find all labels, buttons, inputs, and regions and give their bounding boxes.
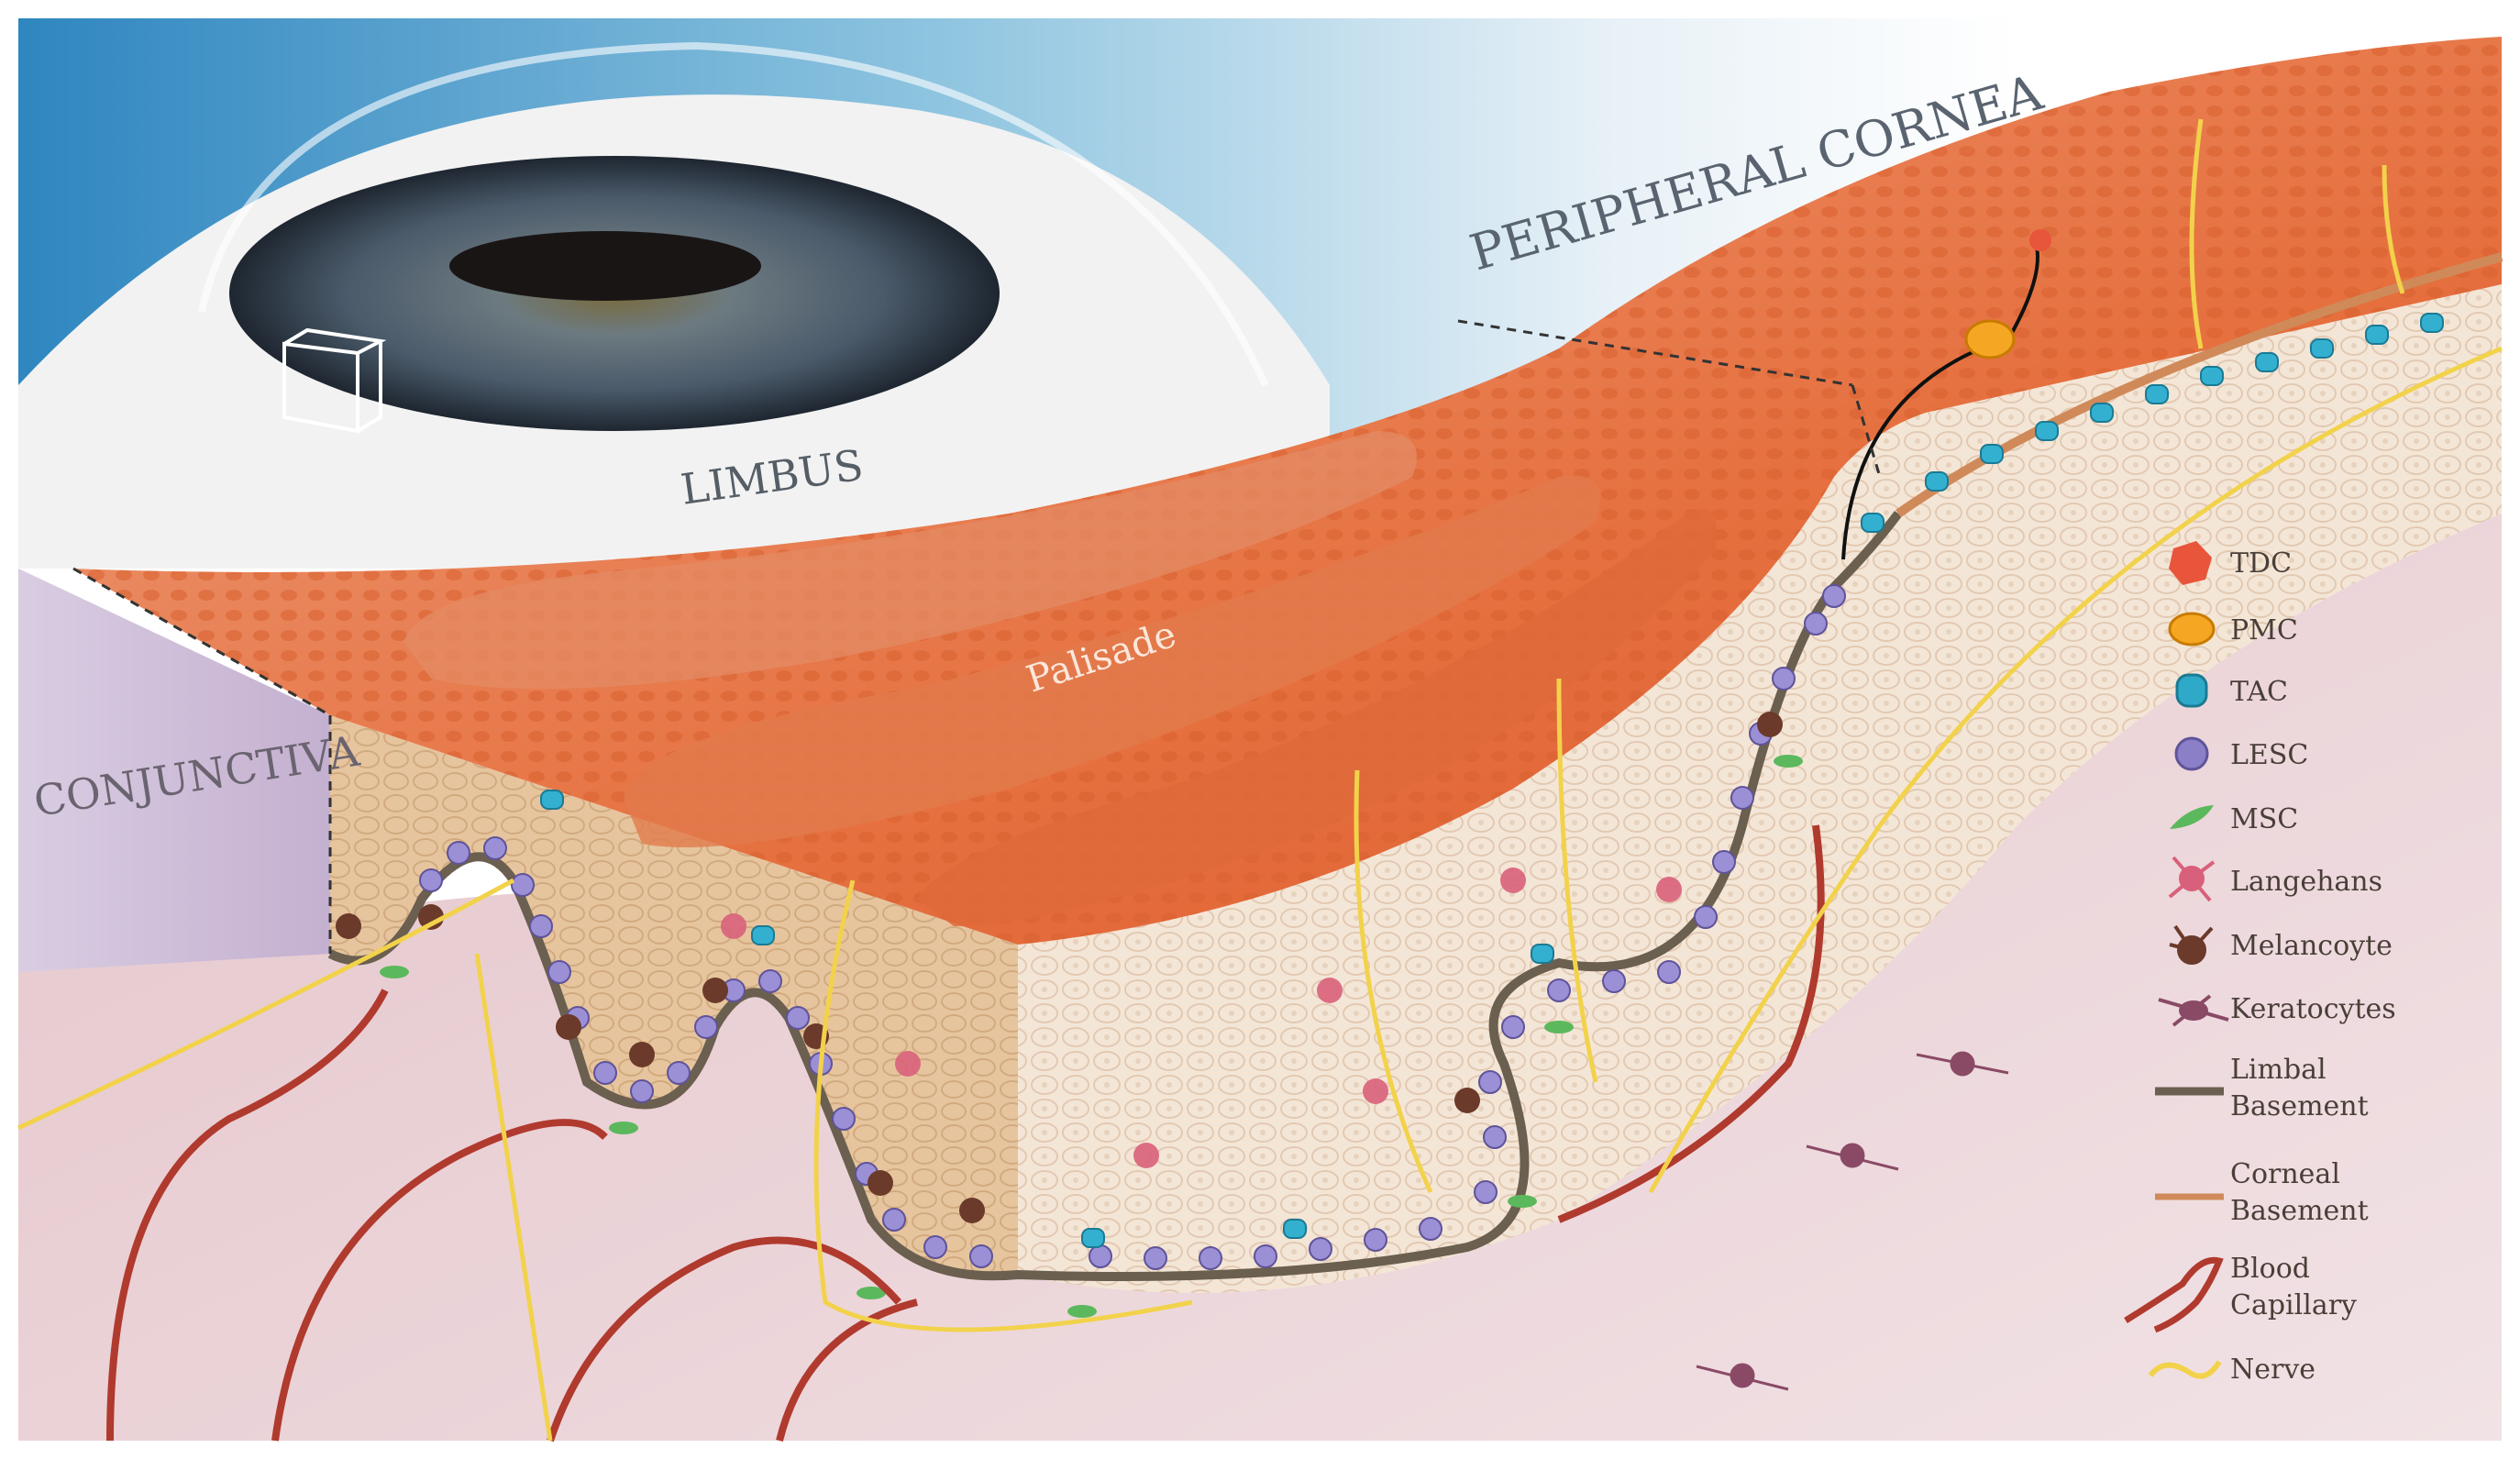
msc-cells <box>380 755 1803 1318</box>
palisade-ridge <box>403 431 1417 690</box>
melanocyte-cells <box>336 712 1783 1223</box>
legend-label-lesc: LESC <box>2230 739 2308 771</box>
legend-label-limbal-basement-2: Basement <box>2230 1090 2369 1122</box>
legend-label-blood-capillary-1: Blood <box>2230 1253 2310 1285</box>
lesc-cell-icon <box>2174 736 2209 771</box>
legend-label-corneal-basement-1: Corneal <box>2230 1158 2340 1190</box>
pmc-cell <box>1964 319 2016 359</box>
keratocyte-cell-icon <box>2158 994 2229 1027</box>
tac-cells <box>540 313 2444 1248</box>
legend-label-pmc: PMC <box>2230 614 2298 647</box>
sclera-tissue <box>18 275 2502 1441</box>
conjunctiva-block <box>18 569 330 972</box>
stem-cell-migration-arrow <box>1841 347 1982 560</box>
limbus-location-box <box>282 327 387 434</box>
tdc-cell <box>2029 229 2051 251</box>
legend: TDC PMC TAC LESC MSC Langehans Melancoyt… <box>2124 541 2396 1386</box>
blood-capillary-icon <box>2124 1256 2224 1333</box>
palisade-ridge <box>917 509 1717 926</box>
legend-label-langerhans: Langehans <box>2230 866 2382 898</box>
legend-label-tdc: TDC <box>2230 547 2292 580</box>
corneal-basement-membrane <box>1896 252 2503 518</box>
keratocyte-cells <box>1696 1051 2009 1391</box>
tdc-cell-icon <box>2169 541 2212 585</box>
legend-label-melanocyte: Melancoyte <box>2230 930 2393 962</box>
legend-label-limbal-basement-1: Limbal <box>2230 1054 2327 1086</box>
msc-cell-icon <box>2170 805 2214 829</box>
cornea-dome <box>198 41 1269 387</box>
pupil <box>449 231 761 301</box>
langerhans-cells <box>721 868 1682 1168</box>
legend-label-nerve: Nerve <box>2230 1354 2316 1386</box>
pmc-cell-icon <box>2168 612 2216 647</box>
legend-label-corneal-basement-2: Basement <box>2230 1195 2369 1227</box>
guide-lines <box>72 319 1882 954</box>
tac-cell-icon <box>2175 673 2208 708</box>
nerves <box>17 118 2503 1442</box>
legend-label-keratocytes: Keratocytes <box>2230 993 2396 1025</box>
melanocyte-cell-icon <box>2169 924 2214 965</box>
legend-label-blood-capillary-2: Capillary <box>2230 1289 2357 1321</box>
palisade-ridge <box>624 475 1600 847</box>
lesc-cells <box>419 584 1846 1270</box>
nerve-line-icon <box>2148 1360 2222 1379</box>
legend-label-msc: MSC <box>2230 803 2298 835</box>
langerhans-cell-icon <box>2168 856 2216 902</box>
legend-label-tac: TAC <box>2230 676 2288 708</box>
limbal-basement-membrane <box>327 510 1902 1281</box>
stroma-cut-face <box>1018 284 2502 1293</box>
